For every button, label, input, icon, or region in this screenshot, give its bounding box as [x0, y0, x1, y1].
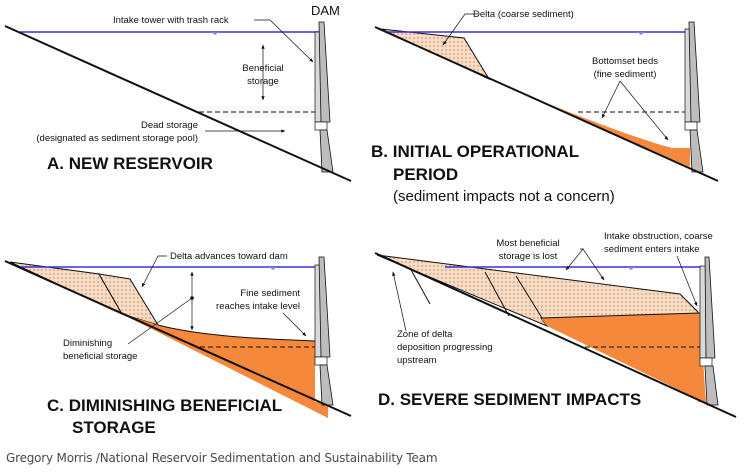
reservoir-bed — [374, 252, 737, 418]
delta-arrow — [442, 13, 478, 46]
fine-sediment-surface — [157, 324, 316, 342]
panel-b-subtitle: (sediment impacts not a concern) — [393, 188, 615, 205]
storage-lost-label-1: Most beneficial — [496, 238, 559, 249]
water-level-marker-icon — [269, 267, 277, 270]
dam-lower — [704, 365, 719, 406]
beneficial-storage-label-1: Beneficial — [242, 63, 283, 74]
fine-sediment-arrow — [282, 312, 307, 337]
intake-opening — [699, 357, 713, 367]
panel-b: Delta (coarse sediment) Bottomset beds (… — [371, 9, 719, 205]
fine-sediment-surface — [540, 312, 701, 319]
panel-c: Delta advances toward dam Fine sediment … — [4, 251, 352, 437]
dam-upper — [318, 256, 331, 358]
zone-label-1: Zone of delta — [397, 329, 453, 340]
fine-sediment-label-1: Fine sediment — [240, 288, 300, 299]
dam-lower — [319, 364, 334, 406]
intake-opening — [684, 121, 698, 131]
panel-c-title-2: STORAGE — [72, 418, 156, 437]
diminishing-label-2: beneficial storage — [63, 351, 137, 362]
water-level-marker-icon — [637, 32, 645, 35]
diminishing-leader — [127, 297, 193, 345]
dam-lower — [689, 129, 704, 173]
dam-upper — [704, 256, 716, 359]
delta-advances-label: Delta advances toward dam — [170, 251, 288, 262]
panel-c-title-1: C. DIMINISHING BENEFICIAL — [47, 396, 282, 415]
intake-opening — [314, 356, 328, 366]
panel-a-title: A. NEW RESERVOIR — [47, 154, 213, 173]
delta-label: Delta (coarse sediment) — [473, 9, 574, 20]
zone-label-2: deposition progressing — [397, 342, 493, 353]
bottomset-label-1: Bottomset beds — [592, 56, 658, 67]
intake-label: Intake tower with trash rack — [113, 15, 229, 26]
intake-obstruction-label-2: sediment enters intake — [604, 244, 700, 255]
delta-front-older — [409, 267, 431, 305]
dam-upper — [688, 21, 701, 123]
dead-storage-label-2: (designated as sediment storage pool) — [36, 133, 198, 144]
water-level-marker-icon — [211, 32, 219, 35]
dead-storage-label-1: Dead storage — [141, 120, 198, 131]
panel-d: Most beneficial storage is lost Intake o… — [374, 231, 737, 418]
dam-lower — [319, 129, 334, 173]
delta-advance-arrow — [141, 255, 167, 288]
image-credit: Gregory Morris /National Reservoir Sedim… — [6, 451, 438, 465]
beneficial-storage-label-2: storage — [247, 76, 279, 87]
reservoir-bed — [4, 260, 352, 417]
panel-b-title-2: PERIOD — [393, 165, 458, 184]
dam-upper — [318, 21, 331, 123]
fine-sediment-fill — [541, 313, 706, 403]
bottomset-arrow-2 — [619, 80, 669, 141]
intake-arrow — [254, 19, 314, 63]
bottomset-arrow-1 — [601, 80, 621, 119]
intake-opening — [314, 121, 328, 131]
fine-sediment-label-2: reaches intake level — [216, 301, 300, 312]
panel-b-title-1: B. INITIAL OPERATIONAL — [371, 142, 579, 161]
intake-obstruction-label-1: Intake obstruction, coarse — [604, 231, 713, 242]
zone-arrow — [392, 271, 407, 332]
intake-obstruction-arrow — [676, 255, 698, 307]
storage-lost-label-2: storage is lost — [499, 251, 558, 262]
bottomset-label-2: (fine sediment) — [594, 69, 657, 80]
panel-d-title: D. SEVERE SEDIMENT IMPACTS — [378, 390, 641, 409]
reservoir-bed — [374, 26, 719, 182]
water-level-marker-icon — [627, 267, 635, 270]
reservoir-bed — [4, 25, 352, 182]
diminishing-label-1: Diminishing — [63, 338, 112, 349]
fine-sediment-deposit — [122, 314, 328, 418]
zone-label-3: upstream — [397, 355, 437, 366]
dam-label: DAM — [311, 3, 340, 18]
panel-a: DAM Intake tower with trash rack Benefic… — [4, 3, 352, 182]
delta-front-old-1 — [484, 271, 510, 317]
storage-lost-arrow-2 — [582, 248, 605, 281]
